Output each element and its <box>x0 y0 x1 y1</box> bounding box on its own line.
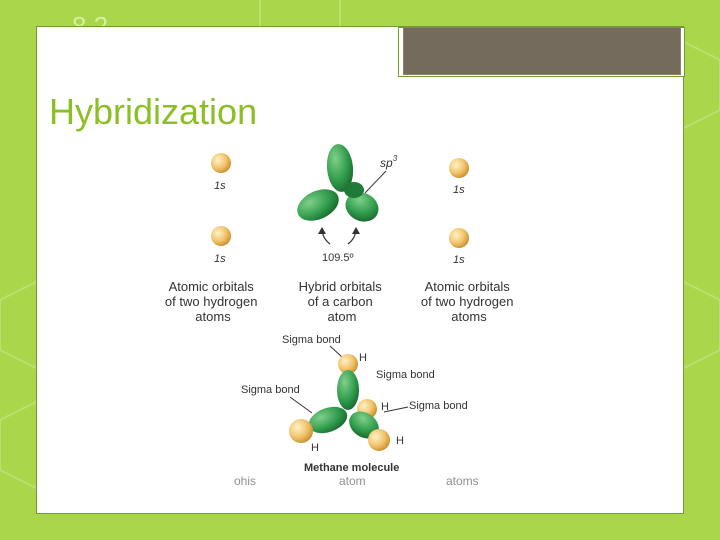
orbital-label: 1s <box>453 184 465 196</box>
hydrogen-1s-orbital <box>449 158 469 178</box>
sigma-bond-label: Sigma bond <box>282 334 341 346</box>
hydrogen-1s-orbital <box>211 226 231 246</box>
sp3-label: sp3 <box>380 154 398 170</box>
orbital-label: 1s <box>214 180 226 192</box>
caption-left: Atomic orbitals of two hydrogen atoms <box>165 279 261 324</box>
orbital-label: 1s <box>214 253 226 265</box>
sigma-bond-label: Sigma bond <box>409 400 468 412</box>
hydrogen-label: H <box>381 401 389 413</box>
methane-molecule <box>289 354 390 451</box>
pointer-line <box>289 396 313 414</box>
orbital-label: 1s <box>453 254 465 266</box>
ghost-caption: atom <box>339 474 366 488</box>
ghost-caption: ohis <box>234 474 256 488</box>
ghost-caption: atoms <box>446 474 479 488</box>
image-placeholder <box>403 27 681 75</box>
sigma-bond-label: Sigma bond <box>241 384 300 396</box>
hybridization-diagram: 1s 1s 1s 1s sp3 109.5º Atomic orbitals o… <box>165 144 517 488</box>
pointer-line <box>383 406 409 413</box>
sigma-bond-label: Sigma bond <box>376 369 435 381</box>
sp3-hybrid-orbitals <box>297 144 379 222</box>
hydrogen-label: H <box>311 442 319 454</box>
caption-right: Atomic orbitals of two hydrogen atoms <box>421 279 517 324</box>
arrowhead <box>318 227 326 234</box>
hydrogen-label: H <box>396 435 404 447</box>
slide-title: Hybridization <box>49 91 258 132</box>
hydrogen-1s-orbital <box>449 228 469 248</box>
caption-middle: Hybrid orbitals of a carbon atom <box>299 279 386 324</box>
hydrogen-1s-orbital <box>211 153 231 173</box>
pointer-line <box>329 345 343 358</box>
arrowhead <box>352 227 360 234</box>
hydrogen-label: H <box>359 352 367 364</box>
sp3-pointer-line <box>364 170 387 194</box>
bond-angle-label: 109.5º <box>322 252 354 264</box>
slide-content-card <box>36 26 685 514</box>
methane-label: Methane molecule <box>304 462 399 474</box>
